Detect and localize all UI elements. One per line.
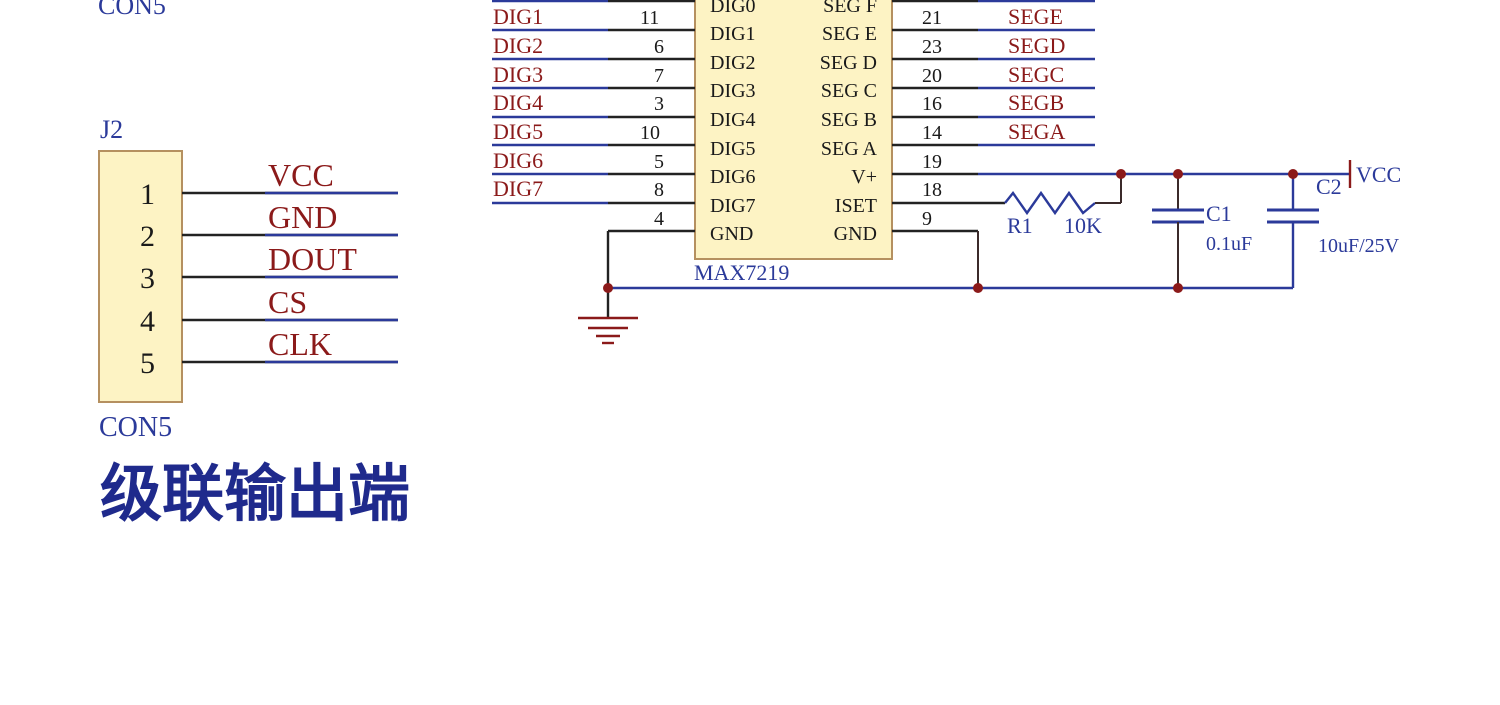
header-pin-num-1: 1 bbox=[140, 178, 155, 211]
junction-dot bbox=[1116, 169, 1126, 179]
net-label-segd: SEGD bbox=[1008, 33, 1065, 58]
net-label-segc: SEGC bbox=[1008, 62, 1064, 87]
net-label-segb: SEGB bbox=[1008, 90, 1064, 115]
header-body bbox=[98, 150, 183, 403]
pin-name-dig6: DIG6 bbox=[710, 166, 756, 188]
resistor-ref: R1 bbox=[1007, 213, 1033, 238]
header-pin-num-4: 4 bbox=[140, 305, 155, 338]
pin-name-dig4: DIG4 bbox=[710, 109, 756, 131]
pin-num-gnd-left: 4 bbox=[654, 208, 664, 230]
chip-body bbox=[694, 0, 893, 260]
cap2-ref: C2 bbox=[1316, 174, 1342, 199]
header-j2: J2 1 2 3 4 5 VCC GND DOUT CS CLK CON5 bbox=[98, 115, 398, 443]
pin-num-dig6: 5 bbox=[654, 151, 664, 173]
pin-num-vplus: 19 bbox=[922, 151, 942, 173]
pin-name-dig1: DIG1 bbox=[710, 23, 756, 45]
pin-name-iset: ISET bbox=[835, 195, 877, 217]
pin-name-dig7: DIG7 bbox=[710, 195, 756, 217]
net-label-dig1: DIG1 bbox=[493, 4, 543, 29]
net-label-clk: CLK bbox=[268, 326, 332, 362]
ground-symbol-icon bbox=[578, 316, 638, 345]
pin-name-sega: SEG A bbox=[821, 138, 878, 160]
net-label-vcc: VCC bbox=[268, 157, 334, 193]
pin-num-segb: 16 bbox=[922, 93, 942, 115]
pin-name-sege: SEG E bbox=[822, 23, 877, 45]
junction-dot bbox=[1288, 169, 1298, 179]
cap2-value: 10uF/25V bbox=[1318, 235, 1400, 257]
capacitor-c2: C2 10uF/25V bbox=[1267, 174, 1400, 288]
pin-name-gnd-right: GND bbox=[834, 223, 877, 245]
net-label-dig3: DIG3 bbox=[493, 62, 543, 87]
power-label: VCC bbox=[1356, 162, 1401, 187]
top-connector-label: CON5 bbox=[98, 0, 166, 20]
pin-num-dig5: 10 bbox=[640, 122, 660, 144]
header-ref: J2 bbox=[100, 115, 123, 144]
junctions bbox=[603, 169, 1298, 293]
cap1-ref: C1 bbox=[1206, 201, 1232, 226]
pin-name-gnd-left: GND bbox=[710, 223, 753, 245]
resistor-value: 10K bbox=[1064, 213, 1102, 238]
header-name: CON5 bbox=[99, 412, 172, 443]
net-label-dig6: DIG6 bbox=[493, 148, 543, 173]
junction-dot bbox=[603, 283, 613, 293]
net-label-gnd: GND bbox=[268, 199, 337, 235]
pin-num-dig3: 7 bbox=[654, 65, 664, 87]
net-label-cs: CS bbox=[268, 284, 307, 320]
pin-num-dig2: 6 bbox=[654, 36, 664, 58]
caption-title: 级联输出端 bbox=[100, 457, 410, 530]
net-label-sega: SEGA bbox=[1008, 119, 1066, 144]
junction-dot bbox=[1173, 283, 1183, 293]
pin-name-dig0: DIG0 bbox=[710, 0, 756, 17]
junction-dot bbox=[973, 283, 983, 293]
header-pin-num-5: 5 bbox=[140, 347, 155, 380]
pin-name-segd: SEG D bbox=[820, 52, 877, 74]
net-label-sege: SEGE bbox=[1008, 4, 1063, 29]
pin-num-sege: 21 bbox=[922, 7, 942, 29]
pin-num-sega: 14 bbox=[922, 122, 942, 144]
pin-num-dig1: 11 bbox=[640, 7, 659, 29]
vcc-power-port: VCC bbox=[1348, 160, 1401, 188]
pin-num-segc: 20 bbox=[922, 65, 942, 87]
pin-name-dig3: DIG3 bbox=[710, 80, 756, 102]
net-label-dig5: DIG5 bbox=[493, 119, 543, 144]
pin-name-dig5: DIG5 bbox=[710, 138, 756, 160]
chip-left-wires bbox=[492, 0, 695, 233]
capacitor-c1: C1 0.1uF bbox=[1152, 174, 1252, 288]
header-pin-num-3: 3 bbox=[140, 262, 155, 295]
header-pins bbox=[182, 191, 398, 364]
pin-num-dig4: 3 bbox=[654, 93, 664, 115]
resistor-r1: R1 10K bbox=[1004, 174, 1122, 238]
pin-name-dig2: DIG2 bbox=[710, 52, 756, 74]
net-label-dig4: DIG4 bbox=[493, 90, 543, 115]
net-label-dout: DOUT bbox=[268, 241, 357, 277]
ground-net bbox=[578, 231, 1293, 345]
max7219-chip: DIG1 DIG2 DIG3 DIG4 DIG5 DIG6 DIG7 11 6 … bbox=[492, 0, 1350, 288]
junction-dot bbox=[1173, 169, 1183, 179]
pin-num-iset: 18 bbox=[922, 179, 942, 201]
chip-right-wires bbox=[892, 0, 1350, 288]
pin-name-segb: SEG B bbox=[821, 109, 877, 131]
pin-num-dig7: 8 bbox=[654, 179, 664, 201]
chip-part-name: MAX7219 bbox=[694, 260, 789, 285]
cap1-value: 0.1uF bbox=[1206, 233, 1252, 255]
net-label-dig7: DIG7 bbox=[493, 176, 543, 201]
resistor-icon bbox=[1004, 190, 1096, 216]
pin-name-vplus: V+ bbox=[851, 166, 877, 188]
net-label-dig2: DIG2 bbox=[493, 33, 543, 58]
pin-name-segc: SEG C bbox=[821, 80, 877, 102]
pin-num-gnd-right: 9 bbox=[922, 208, 932, 230]
pin-name-segf: SEG F bbox=[823, 0, 877, 17]
header-pin-num-2: 2 bbox=[140, 220, 155, 253]
pin-num-segd: 23 bbox=[922, 36, 942, 58]
